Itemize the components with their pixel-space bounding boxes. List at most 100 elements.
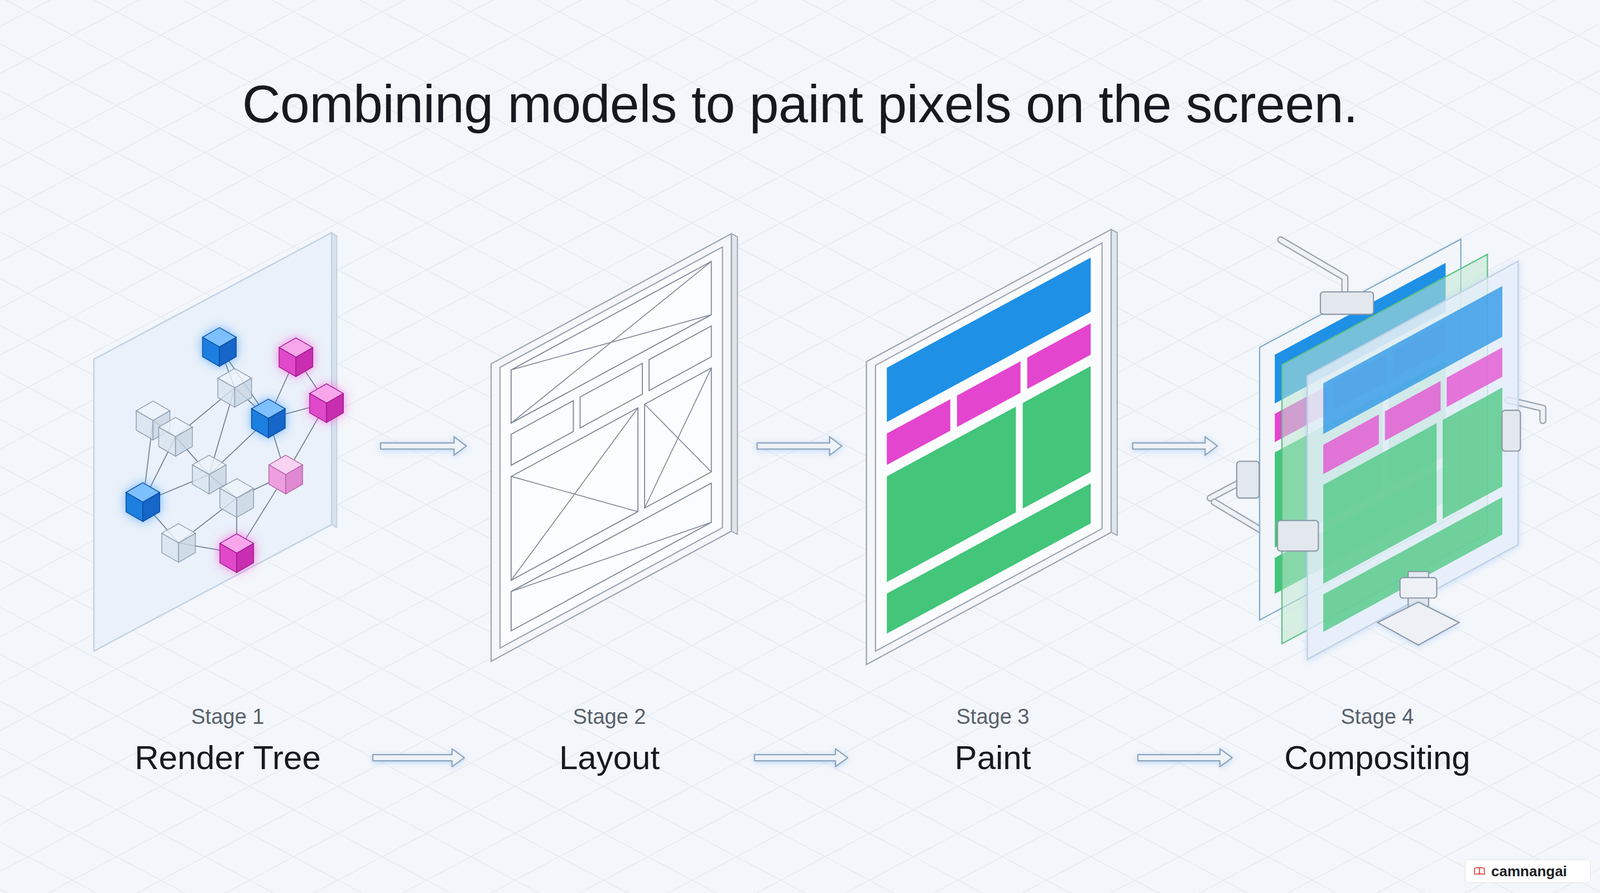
wireframe-diagonal [511,261,712,424]
wireframe-diagonal [644,367,712,508]
grid-line [0,586,1600,893]
grid-line [0,0,1600,215]
grid-line [0,0,1600,235]
grid-line [0,0,1600,658]
stage-number: Stage 3 [847,704,1138,730]
stage-node: Stage 2 Layout [464,704,755,778]
grid-line [0,0,1600,74]
stage-name: Compositing [1232,737,1523,778]
stage-node: Stage 3 Paint [847,704,1138,778]
grid-line [0,90,1600,893]
layer-front [1307,261,1519,660]
grid-line [0,0,1600,778]
grid-line [0,0,1600,825]
node-cube [158,417,192,456]
book-icon [1474,867,1485,874]
watermark: camnangai [1491,862,1568,881]
frame-outer [866,229,1112,665]
frame-inner [875,242,1103,651]
cube-face [236,488,254,518]
grid-line [0,0,1600,27]
stage-name: Render Tree [82,737,373,778]
watermark-badge: camnangai [1464,859,1591,883]
stage-arrow [380,436,467,456]
paint-illustration [866,229,1118,665]
grid-line [0,419,1600,893]
wireframe-diagonal [511,522,712,592]
paint-footer [886,483,1091,634]
stage-number: Stage 2 [464,704,755,730]
frame-inner [500,247,723,649]
paint-content [1442,387,1503,520]
cube-face [217,377,235,407]
cube-face [251,408,269,438]
cube-face [326,393,344,423]
node-cube [279,337,313,377]
grid-line [0,821,1600,893]
grid-line [0,868,1600,893]
stage-connector [754,748,848,767]
cube-face [234,377,252,407]
stage-connector [1137,748,1233,767]
grid-line [0,680,1600,893]
node-cube [161,523,196,562]
cube-face [142,492,160,522]
grid-line [0,0,1600,799]
grid-line [0,0,1600,450]
robot-arm [1280,239,1345,297]
grid-line [0,0,1600,752]
grid-line [0,654,1600,893]
grid-line [0,0,1600,845]
glass-panel [93,232,332,652]
wireframe-box [649,325,712,391]
cube-face [161,532,179,562]
stand-joint [1400,577,1438,599]
wireframe-box [511,261,712,424]
node-cube [202,327,237,367]
grid-line [0,0,1600,731]
grid-line [0,23,1600,872]
grid-line [0,0,1600,1]
cube-face [178,532,196,562]
node-cube [251,399,286,438]
cube-face [295,347,313,377]
cube-face [219,337,237,367]
stage-name: Paint [847,737,1138,778]
grid-line [0,44,1600,893]
grid-line [0,210,1600,893]
stage-name: Layout [464,737,755,778]
render-tree-illustration [93,232,344,652]
grid-line [0,117,1600,893]
wireframe-box [644,367,712,508]
layout-illustration [491,233,738,662]
diagram-title: Combining models to paint pixels on the … [0,73,1600,135]
frame-side [1111,229,1118,536]
grid-line [0,700,1600,893]
robot-clamp [1277,520,1319,552]
cube-face [268,408,286,438]
glass-panel-side [331,232,337,528]
robot-clamp [1236,461,1260,499]
cube-face [175,426,192,456]
cube-face [126,492,143,522]
grid-line [0,633,1600,893]
grid-line [0,0,1600,141]
stage-arrow [757,436,843,456]
cube-face [219,543,237,573]
grid-line [0,889,1600,893]
stage-arrow [1132,436,1218,456]
grid-line [0,164,1600,893]
cube-face [279,347,296,377]
robot-clamp [1320,291,1374,315]
wireframe-box [511,483,712,632]
grid-line [0,0,1600,684]
node-cube [219,533,254,573]
grid-line [0,841,1600,893]
cube-face [136,410,153,440]
cube-face [285,464,303,494]
grid-line [0,70,1600,893]
grid-line [0,0,1600,47]
cube-face [236,543,254,573]
